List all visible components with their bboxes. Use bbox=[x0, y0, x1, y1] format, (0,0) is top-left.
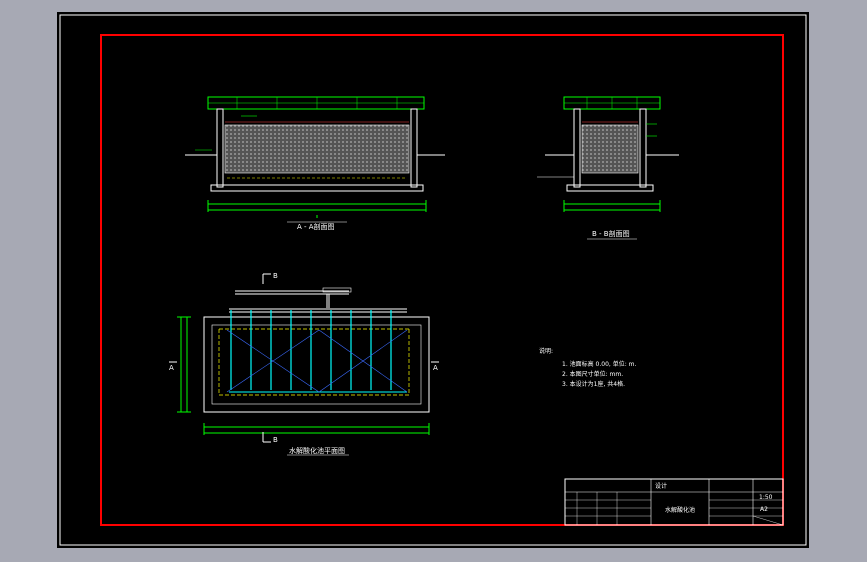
section-b-title: B - B剖面图 bbox=[592, 229, 630, 238]
title-block bbox=[564, 478, 784, 526]
plan-view bbox=[169, 273, 439, 456]
plan-title: 水解酸化池平面图 bbox=[289, 446, 345, 455]
marker-a-left: A bbox=[169, 364, 174, 372]
section-b-view bbox=[537, 96, 679, 240]
drawing-frame bbox=[100, 34, 784, 526]
title-block-drawing-name: 水解酸化池 bbox=[665, 506, 695, 514]
title-block-scale: 1:50 bbox=[759, 494, 773, 501]
note-item-3: 3. 本设计为1座, 共4格. bbox=[562, 380, 625, 388]
marker-b-bottom: B bbox=[273, 436, 278, 444]
outer-border bbox=[59, 14, 807, 546]
note-item-2: 2. 本图尺寸单位: mm. bbox=[562, 370, 623, 378]
note-item-1: 1. 池面标高 0.00, 单位: m. bbox=[562, 360, 636, 368]
section-a-title: A - A剖面图 bbox=[297, 222, 335, 231]
drawing-svg: A - A剖面图 B - B剖面图 bbox=[59, 14, 807, 546]
title-block-sheet-size: A2 bbox=[760, 506, 768, 513]
title-block-design: 设计 bbox=[655, 482, 667, 490]
notes-heading: 说明: bbox=[539, 347, 553, 355]
cad-drawing-canvas: A - A剖面图 B - B剖面图 bbox=[57, 12, 809, 548]
marker-a-right: A bbox=[433, 364, 438, 372]
notes-block: 说明: 1. 池面标高 0.00, 单位: m. 2. 本图尺寸单位: mm. … bbox=[539, 347, 636, 388]
marker-b-top: B bbox=[273, 272, 278, 280]
section-a-view bbox=[185, 96, 445, 223]
